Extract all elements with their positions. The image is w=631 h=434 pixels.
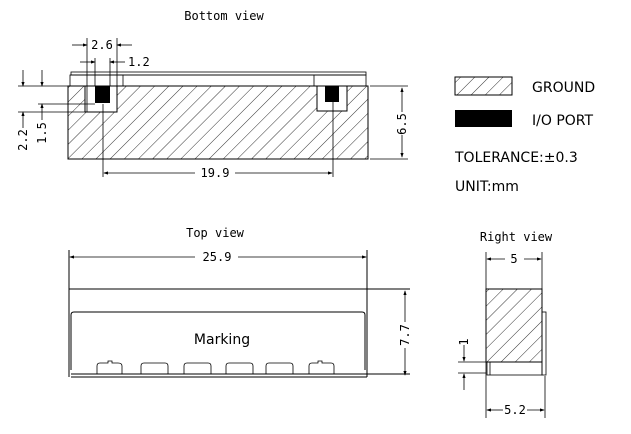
top-view-pads xyxy=(96,360,335,374)
tolerance-note: TOLERANCE:±0.3 xyxy=(454,150,578,166)
ground-label: GROUND xyxy=(532,80,595,96)
dim-25-9: 25.9 xyxy=(203,250,232,264)
bottom-view-title: Bottom view xyxy=(184,9,264,23)
left-tab xyxy=(69,74,124,87)
dim-2-2: 2.2 xyxy=(16,129,30,151)
ground-swatch xyxy=(454,76,513,96)
dim-5: 5 xyxy=(510,252,517,266)
dim-1-5: 1.5 xyxy=(35,122,49,144)
right-view-title: Right view xyxy=(480,230,553,244)
legend: GROUND I/O PORT TOLERANCE:±0.3 UNIT:mm xyxy=(454,76,595,195)
dim-1-2: 1.2 xyxy=(128,55,150,69)
dim-5-2: 5.2 xyxy=(504,403,526,417)
left-io-pad xyxy=(95,86,110,103)
dim-1: 1 xyxy=(457,338,471,345)
right-view: Right view 5 1 5.2 xyxy=(457,230,553,418)
unit-note: UNIT:mm xyxy=(455,179,519,195)
dim-19-9: 19.9 xyxy=(201,166,230,180)
dim-7-7: 7.7 xyxy=(398,324,412,346)
bottom-view: Bottom view 2.6 1.2 2.2 1.5 6.5 xyxy=(16,9,409,180)
dim-2-6: 2.6 xyxy=(91,38,113,52)
top-view: Top view 25.9 Marking 7.7 xyxy=(68,226,412,378)
right-tab xyxy=(313,74,367,87)
top-view-title: Top view xyxy=(186,226,245,240)
right-view-body xyxy=(485,288,543,363)
io-port-swatch xyxy=(455,110,512,127)
io-port-label: I/O PORT xyxy=(532,113,593,129)
marking-label: Marking xyxy=(194,332,250,348)
dim-6-5: 6.5 xyxy=(395,113,409,135)
marking-area xyxy=(70,311,366,370)
top-rail xyxy=(70,71,367,76)
right-io-pad xyxy=(325,86,339,102)
